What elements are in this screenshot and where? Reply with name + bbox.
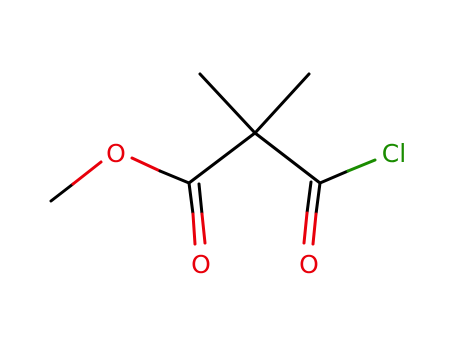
bond-quaternary-methyl-left — [198, 72, 257, 135]
bond-quaternary-acyl-carbon — [253, 131, 322, 185]
atom-label-acyl-carbonyl-oxygen: O — [299, 250, 319, 279]
atom-label-chlorine: Cl — [382, 139, 406, 168]
bond-ester-carbonyl-double — [187, 181, 207, 246]
bond-methyl-ester-oxygen — [49, 160, 103, 203]
bond-carbonyl-quaternary-carbon — [187, 131, 257, 185]
bond-acyl-carbonyl-double — [302, 180, 322, 246]
atom-label-ester-oxygen: O — [106, 139, 126, 168]
bond-quaternary-methyl-right — [253, 72, 311, 135]
bond-acyl-chlorine — [318, 158, 377, 185]
bond-ester-oxygen-carbonyl-carbon — [130, 156, 191, 185]
atom-label-ester-carbonyl-oxygen: O — [191, 250, 211, 279]
